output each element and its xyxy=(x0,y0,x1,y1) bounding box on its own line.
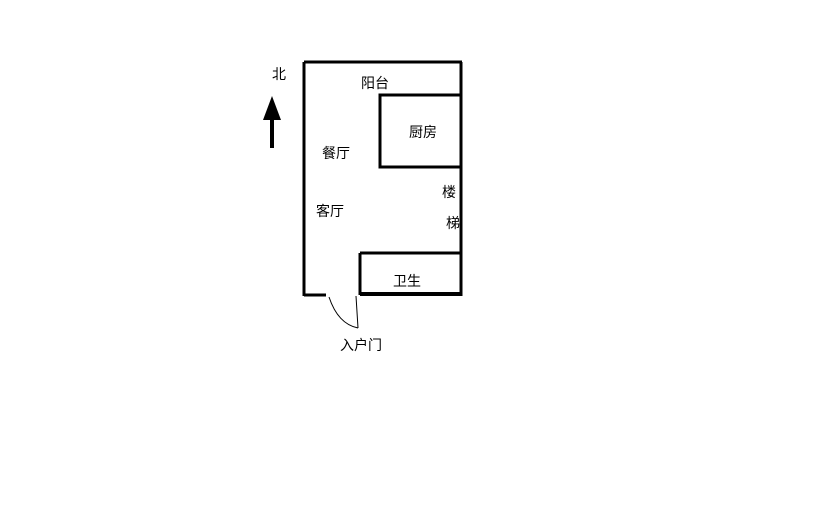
room-label-balcony: 阳台 xyxy=(361,76,389,92)
outer-walls xyxy=(302,60,463,297)
room-label-stairs-1: 楼 xyxy=(442,185,456,201)
room-label-dining: 餐厅 xyxy=(322,146,350,162)
bathroom-room xyxy=(358,251,461,295)
room-label-living: 客厅 xyxy=(316,203,344,220)
entrance-door xyxy=(328,295,359,329)
entrance-label: 入户门 xyxy=(340,337,382,354)
north-arrow: 北 xyxy=(263,67,286,148)
door-leaf xyxy=(355,295,359,329)
room-label-kitchen: 厨房 xyxy=(409,125,437,141)
compass-north-label: 北 xyxy=(272,67,286,83)
room-label-stairs-2: 梯 xyxy=(446,216,460,232)
north-arrow-icon xyxy=(263,96,281,120)
door-swing-arc xyxy=(328,296,359,329)
kitchen-room xyxy=(378,93,463,169)
room-label-bathroom: 卫生 xyxy=(393,274,421,290)
